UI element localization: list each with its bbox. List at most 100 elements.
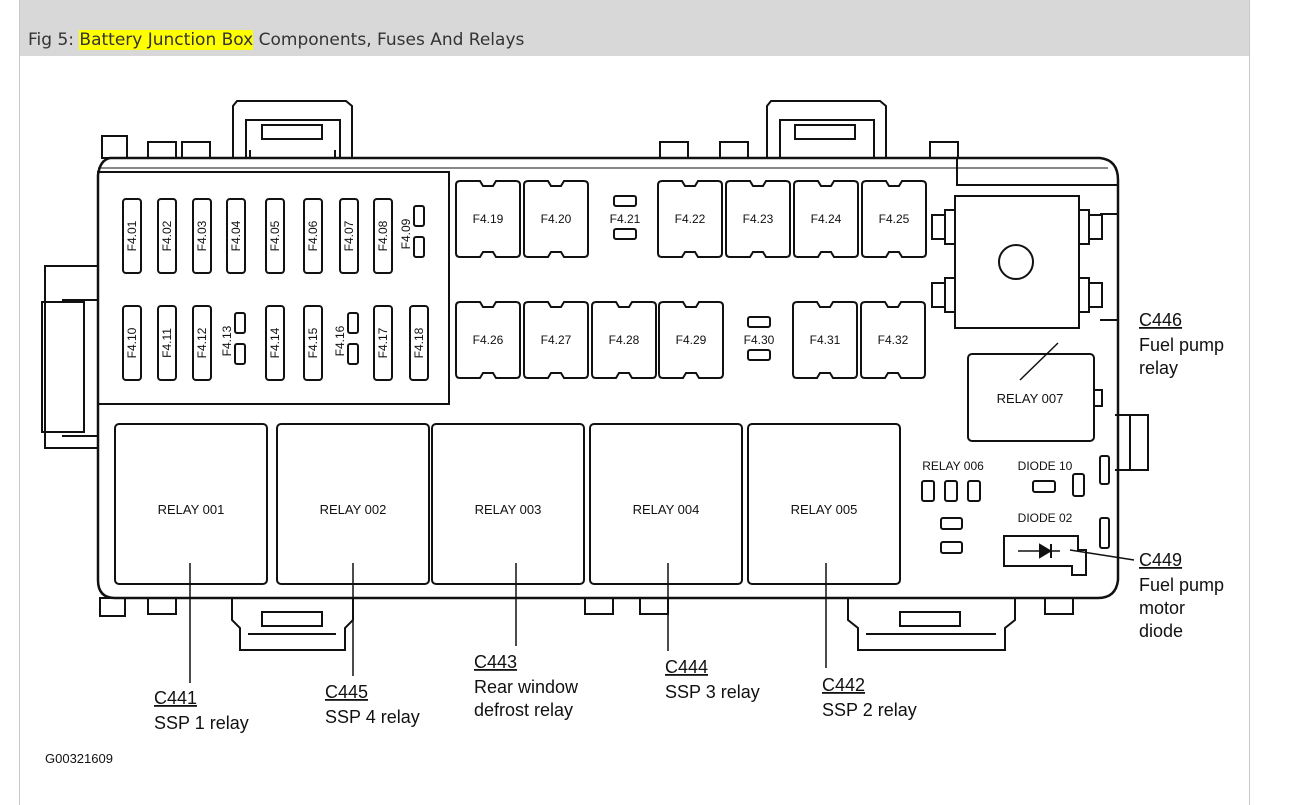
- relay-006-label: RELAY 006: [922, 459, 984, 473]
- fuse-label: F4.12: [195, 327, 209, 358]
- caption-prefix: Fig 5:: [28, 30, 80, 50]
- callout-description: Fuel pump: [1139, 335, 1224, 355]
- mini-fuse-bottom-row: F4.10 F4.11 F4.12 F4.13 F4.14 F4.15 F4.16 F4.17…: [122, 305, 429, 381]
- mount-tab-bottom-left: [231, 598, 354, 651]
- fuse-label: F4.23: [743, 212, 774, 226]
- fuse-label: F4.22: [675, 212, 706, 226]
- fuse-label: F4.27: [541, 333, 572, 347]
- fuse-label: F4.24: [811, 212, 842, 226]
- caption-bar: Fig 5: Battery Junction Box Components, …: [20, 0, 1249, 56]
- fuse-label: F4.02: [160, 220, 174, 251]
- relay-label: RELAY 004: [633, 502, 700, 517]
- fuse-label: F4.13: [220, 325, 234, 356]
- leader-lines: [189, 342, 1135, 683]
- fuse-f4-12: F4.12: [192, 305, 212, 381]
- fuse-f4-24: F4.24: [793, 180, 859, 258]
- relay-relay-004: RELAY 004: [589, 423, 743, 585]
- fuse-label: F4.10: [125, 327, 139, 358]
- fuse-label: F4.06: [306, 220, 320, 251]
- fuse-label: F4.15: [306, 327, 320, 358]
- fuse-f4-19: F4.19: [455, 180, 521, 258]
- fuse-f4-07: F4.07: [339, 198, 359, 274]
- fuse-f4-05: F4.05: [265, 198, 285, 274]
- diode-10-label: DIODE 10: [1018, 459, 1073, 473]
- figure-caption: Fig 5: Battery Junction Box Components, …: [28, 30, 524, 50]
- relay-007-label: RELAY 007: [997, 391, 1064, 406]
- relay-label: RELAY 002: [320, 502, 387, 517]
- fuse-label: F4.30: [744, 333, 775, 347]
- fuse-f4-31: F4.31: [792, 301, 858, 379]
- callout-description: diode: [1139, 621, 1183, 641]
- fuse-label: F4.28: [609, 333, 640, 347]
- fuse-f4-08: F4.08: [373, 198, 393, 274]
- callout-id: C449: [1139, 550, 1182, 570]
- callout-description: SSP 4 relay: [325, 707, 420, 727]
- fuse-f4-23: F4.23: [725, 180, 791, 258]
- fuse-f4-10: F4.10: [122, 305, 142, 381]
- fuse-f4-29: F4.29: [658, 301, 724, 379]
- fuse-f4-26: F4.26: [455, 301, 521, 379]
- diode-02-group: DIODE 02: [1003, 511, 1110, 576]
- fuse-f4-13: F4.13: [220, 312, 246, 365]
- callout-id: C442: [822, 675, 865, 695]
- housing-outline: [96, 156, 1120, 600]
- callout-id: C444: [665, 657, 708, 677]
- relay-006-group: RELAY 006: [921, 459, 984, 554]
- fuse-f4-06: F4.06: [303, 198, 323, 274]
- relay-007-box: RELAY 007: [967, 353, 1103, 442]
- callout-description: SSP 2 relay: [822, 700, 917, 720]
- callout-description: Fuel pump: [1139, 575, 1224, 595]
- callout-description: relay: [1139, 358, 1178, 378]
- fuse-label: F4.04: [229, 220, 243, 251]
- fuse-f4-15: F4.15: [303, 305, 323, 381]
- relay-label: RELAY 001: [158, 502, 225, 517]
- fuse-f4-25: F4.25: [861, 180, 927, 258]
- fuse-label: F4.31: [810, 333, 841, 347]
- fuse-f4-32: F4.32: [860, 301, 926, 379]
- figure-frame: Fig 5: Battery Junction Box Components, …: [19, 0, 1250, 805]
- fuse-label: F4.14: [268, 327, 282, 358]
- fuse-label: F4.18: [412, 327, 426, 358]
- maxi-fuse-bottom-row: F4.26 F4.27 F4.28 F4.29 F4.30 F4.31 F4.32: [455, 301, 926, 379]
- diode-10-group: DIODE 10: [1018, 455, 1110, 497]
- fuse-label: F4.19: [473, 212, 504, 226]
- fuse-f4-17: F4.17: [373, 305, 393, 381]
- fuse-f4-09: F4.09: [399, 205, 425, 258]
- fuse-f4-11: F4.11: [157, 305, 177, 381]
- power-stud-block: [931, 158, 1118, 329]
- fuse-label: F4.01: [125, 220, 139, 251]
- mount-tab-top-left: [232, 100, 353, 158]
- callout-description: SSP 3 relay: [665, 682, 760, 702]
- right-side-connector: [1115, 414, 1149, 471]
- callout-id: C445: [325, 682, 368, 702]
- fuse-label: F4.29: [676, 333, 707, 347]
- fuse-label: F4.17: [376, 327, 390, 358]
- fuse-label: F4.25: [879, 212, 910, 226]
- fuse-f4-27: F4.27: [523, 301, 589, 379]
- callout-id: C441: [154, 688, 197, 708]
- fuse-label: F4.20: [541, 212, 572, 226]
- callout-description: defrost relay: [474, 700, 573, 720]
- diode-02-label: DIODE 02: [1018, 511, 1073, 525]
- relay-relay-003: RELAY 003: [431, 423, 585, 585]
- fuse-f4-02: F4.02: [157, 198, 177, 274]
- fuse-label: F4.08: [376, 220, 390, 251]
- relay-row: RELAY 001 RELAY 002 RELAY 003 RELAY 004 RELA…: [114, 423, 901, 585]
- fuse-label: F4.26: [473, 333, 504, 347]
- mount-tab-top-right: [766, 100, 887, 158]
- fuse-f4-16: F4.16: [333, 312, 359, 365]
- relay-label: RELAY 005: [791, 502, 858, 517]
- fuse-label: F4.07: [342, 220, 356, 251]
- relay-label: RELAY 003: [475, 502, 542, 517]
- fuse-label: F4.11: [160, 328, 174, 358]
- callout-description: Rear window: [474, 677, 579, 697]
- callout-description: motor: [1139, 598, 1185, 618]
- caption-highlight: Battery Junction Box: [79, 30, 254, 50]
